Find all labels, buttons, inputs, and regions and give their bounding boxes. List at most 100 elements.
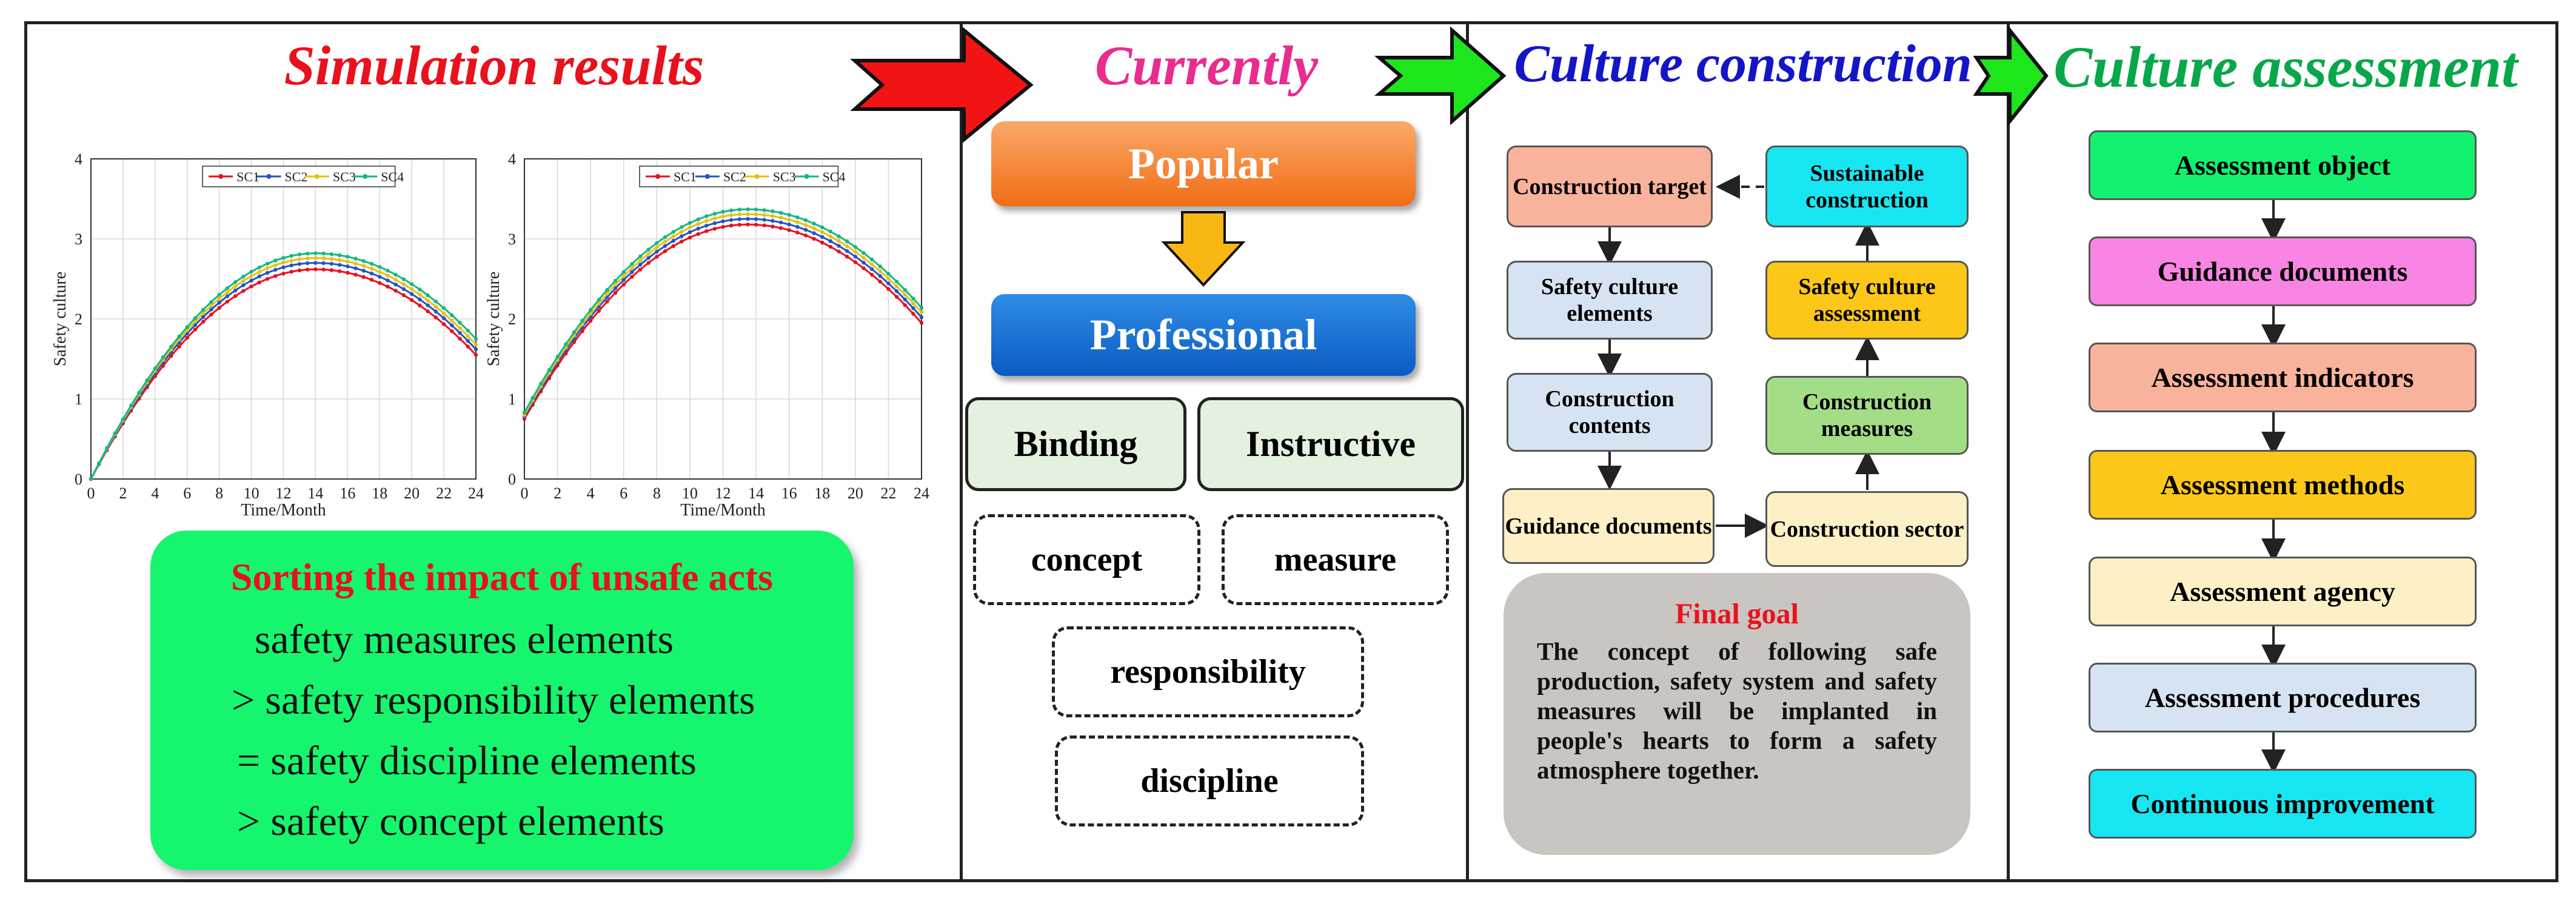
data-point-sc2 — [329, 261, 334, 266]
data-point-sc4 — [646, 247, 651, 252]
data-point-sc4 — [450, 313, 454, 318]
data-point-sc3 — [378, 270, 382, 274]
assessment-object-node: Assessment object — [2089, 130, 2477, 200]
data-point-sc1 — [680, 240, 684, 244]
assessment-methods-node: Assessment methods — [2089, 450, 2477, 520]
x-tick-label: 20 — [848, 484, 863, 502]
data-point-sc3 — [878, 269, 882, 273]
x-tick-label: 0 — [87, 484, 95, 502]
x-tick-label: 6 — [620, 484, 627, 502]
data-point-sc1 — [297, 268, 302, 273]
data-point-sc4 — [903, 287, 907, 292]
data-point-sc4 — [737, 207, 741, 212]
data-point-sc4 — [746, 207, 750, 212]
data-point-sc4 — [153, 366, 158, 370]
sorting-line-2: > safety responsibility elements — [232, 677, 755, 723]
data-point-sc1 — [630, 275, 634, 279]
data-point-sc4 — [329, 252, 334, 256]
data-point-sc1 — [646, 261, 651, 265]
data-point-sc3 — [861, 256, 866, 260]
data-point-sc4 — [137, 390, 141, 395]
x-tick-label: 24 — [468, 484, 484, 502]
data-point-sc2 — [663, 244, 667, 248]
professional-box: Professional — [991, 294, 1416, 376]
data-point-sc1 — [265, 276, 270, 281]
down-arrow-icon — [1161, 211, 1246, 287]
data-point-sc1 — [225, 300, 230, 304]
safety-culture-elements-node: Safety culture elements — [1507, 261, 1713, 340]
data-point-sc2 — [217, 300, 221, 305]
x-tick-label: 10 — [682, 484, 698, 502]
data-point-sc3 — [919, 310, 924, 315]
data-point-sc2 — [820, 235, 825, 240]
y-axis-label: Safety culture — [51, 272, 70, 366]
x-tick-label: 12 — [276, 484, 292, 502]
data-point-sc4 — [426, 293, 430, 298]
data-point-sc4 — [169, 344, 173, 349]
data-point-sc1 — [313, 267, 318, 272]
discipline-box: discipline — [1055, 735, 1364, 826]
sorting-line-3: = safety discipline elements — [237, 737, 697, 783]
data-point-sc4 — [837, 234, 841, 238]
data-point-sc4 — [193, 316, 198, 320]
data-point-sc2 — [346, 264, 350, 269]
data-point-sc4 — [129, 403, 133, 408]
data-point-sc3 — [869, 262, 874, 267]
data-point-sc4 — [233, 280, 238, 284]
data-point-sc4 — [613, 278, 618, 283]
data-point-sc2 — [754, 217, 758, 221]
data-point-sc2 — [193, 323, 198, 327]
data-point-sc4 — [547, 367, 552, 372]
simulation-title: Simulation results — [284, 35, 704, 96]
data-point-sc3 — [353, 261, 358, 266]
data-point-sc3 — [655, 245, 659, 250]
data-point-sc3 — [441, 311, 446, 316]
data-point-sc3 — [473, 343, 478, 347]
data-point-sc1 — [273, 273, 278, 278]
final-goal-title: Final goal — [1674, 598, 1799, 630]
assessment-connectors — [2261, 200, 2286, 774]
data-point-sc3 — [704, 219, 709, 223]
data-point-sc4 — [273, 258, 278, 263]
data-point-sc3 — [680, 229, 684, 234]
data-point-sc3 — [329, 256, 334, 261]
data-point-sc2 — [771, 219, 775, 223]
sorting-line-4: > safety concept elements — [237, 798, 664, 844]
data-point-sc2 — [378, 275, 382, 279]
data-point-sc3 — [638, 258, 643, 263]
data-point-sc2 — [305, 261, 310, 266]
data-point-sc4 — [522, 410, 527, 415]
construction-target-node: Construction target — [1507, 146, 1713, 227]
data-point-sc3 — [369, 266, 374, 271]
legend-label: SC1 — [236, 169, 259, 184]
data-point-sc3 — [386, 273, 390, 278]
data-point-sc1 — [671, 244, 675, 249]
data-point-sc4 — [145, 378, 149, 383]
data-point-sc4 — [795, 215, 800, 219]
data-point-sc4 — [597, 297, 601, 302]
legend-marker — [266, 174, 272, 179]
legend-label: SC4 — [823, 169, 846, 184]
measure-box: measure — [1222, 514, 1449, 605]
data-point-sc2 — [265, 270, 270, 275]
data-point-sc4 — [257, 265, 262, 270]
data-point-sc4 — [820, 225, 825, 230]
data-point-sc1 — [289, 269, 293, 274]
data-point-sc1 — [803, 233, 808, 238]
data-point-sc2 — [353, 266, 358, 270]
data-point-sc3 — [696, 222, 700, 226]
data-point-sc2 — [638, 263, 643, 267]
legend-label: SC2 — [285, 169, 308, 184]
data-point-sc4 — [225, 286, 230, 290]
data-point-sc1 — [588, 318, 593, 323]
data-point-sc1 — [353, 272, 358, 277]
data-point-sc1 — [169, 354, 173, 358]
data-point-sc1 — [762, 223, 766, 227]
data-point-sc1 — [903, 303, 907, 307]
sorting-line-1: safety measures elements — [255, 616, 674, 662]
data-point-sc4 — [861, 251, 866, 255]
data-point-sc3 — [217, 297, 221, 301]
sustainable-construction-node: Sustainable construction — [1765, 146, 1969, 227]
